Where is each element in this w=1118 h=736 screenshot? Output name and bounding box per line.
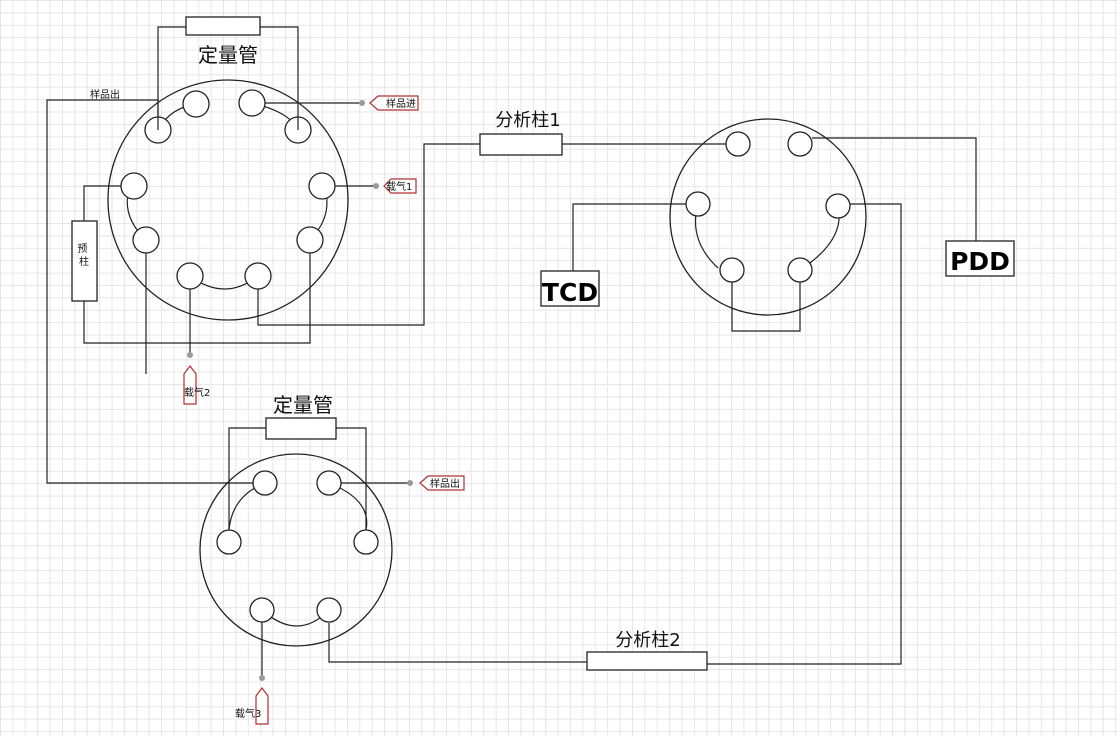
valve-3-port [316,597,342,623]
quant-tube-2-box [265,417,337,440]
valve-1-port [176,262,204,290]
pre-column-label-char-1: 预 [77,243,87,255]
column-2-line [707,203,902,665]
valve-3-port [316,470,342,496]
valve-2-port [787,257,813,283]
valve-3-outer-ring [199,453,393,647]
valve-1-port [238,89,266,117]
sample-in-tag [369,95,419,111]
carrier-gas-1-dot [373,183,379,189]
valve-2-port [825,193,851,219]
sample-in-label: 样品进 [386,97,416,110]
valve-1-port [296,226,324,254]
carrier-gas-1-tag [383,178,417,194]
sample-in-dot [359,100,365,106]
valve-2-bottom-loop [731,282,801,332]
pdd-box [945,240,1015,277]
carrier-gas-3-tag [255,687,269,725]
valve-3-port [353,529,379,555]
sample-out-line [46,99,265,484]
tcd-box [540,270,600,307]
pre-column-label: 预 柱 [77,243,90,268]
valve-2-outer-ring [669,118,867,316]
valve-1-outer-ring [107,79,349,321]
sample-out-top-label: 样品出 [90,88,120,101]
valve-2-port [719,257,745,283]
valve-1 [107,79,349,321]
pre-column-box [71,220,98,302]
column-1-box [479,133,563,156]
quant-tube-1-label: 定量管 [198,43,258,67]
quant-tube-1-box [185,16,261,36]
pre-column-label-char-2: 柱 [79,255,89,268]
valve-3-port [249,597,275,623]
valve-3-port [252,470,278,496]
valve-2-port [787,131,813,157]
valve-1-port [120,172,148,200]
carrier-gas-2-tag [183,365,197,405]
sample-out-bottom-dot [407,480,413,486]
column-2-in-line [328,623,587,663]
valve-3 [199,453,393,647]
pre-column-loop [83,185,311,344]
valve-1-port [244,262,272,290]
valve-1-port [308,172,336,200]
column-2-label: 分析柱2 [615,630,680,651]
tcd-line [572,203,686,271]
carrier-gas-2-dot [187,352,193,358]
valve-1-port [182,90,210,118]
valve-2-port [725,131,751,157]
column-1-line [257,143,480,326]
quant-tube-2-loop [228,427,367,530]
valve-2-port [685,191,711,217]
valve-2 [669,118,867,316]
sample-out-bottom-tag [419,475,465,491]
carrier-gas-3-label: 载气3 [235,707,261,720]
carrier-gas-3-dot [259,675,265,681]
valve-1-port [132,226,160,254]
column-1-label: 分析柱1 [495,110,560,131]
quant-tube-2-label: 定量管 [273,393,333,417]
valve-3-port [216,529,242,555]
tcd-label: TCD [542,278,598,307]
column-2-box [586,651,708,671]
pdd-line [812,137,977,241]
pdd-label: PDD [950,247,1010,276]
sample-out-bottom-label: 样品出 [430,477,460,490]
carrier-gas-2-label: 载气2 [184,386,210,399]
carrier-gas-1-label: 载气1 [386,180,412,193]
